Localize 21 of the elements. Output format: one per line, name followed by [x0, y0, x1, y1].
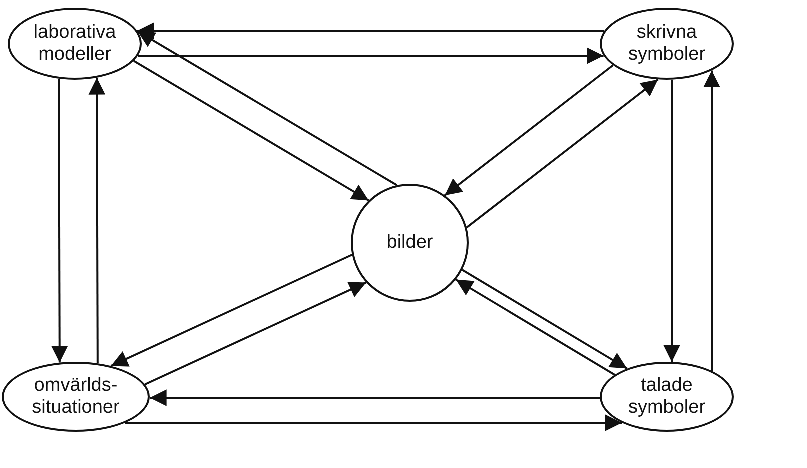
node-label: talade symboler — [627, 375, 707, 419]
arrow — [704, 70, 720, 372]
node-label: skrivna symboler — [627, 22, 707, 66]
arrow — [110, 254, 353, 368]
arrow — [51, 79, 68, 363]
arrow — [462, 269, 628, 370]
arrow — [466, 78, 659, 228]
arrow — [444, 64, 614, 196]
node-label: laborativa modeller — [32, 22, 118, 66]
arrow — [138, 22, 604, 40]
node-label: omvärlds- situationer — [31, 375, 121, 419]
arrow — [456, 278, 616, 376]
arrow — [144, 282, 367, 386]
node-label: bilder — [386, 232, 434, 254]
arrow — [150, 390, 600, 406]
arrow — [138, 48, 604, 64]
concept-circle — [351, 184, 469, 302]
arrow — [126, 414, 622, 432]
arrow — [88, 78, 106, 364]
arrow — [664, 80, 680, 362]
arrow — [133, 60, 370, 202]
